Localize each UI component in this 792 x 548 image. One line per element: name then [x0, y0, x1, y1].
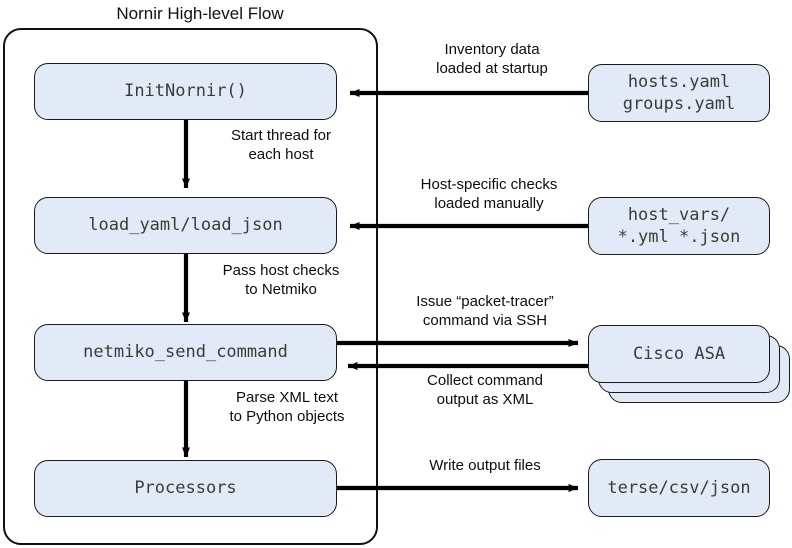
node-terse-csv-json[interactable]: terse/csv/json	[588, 459, 770, 517]
edge-label-start-thread: Start thread for each host	[230, 127, 332, 163]
edge-label-parse-xml-text: Parse XML text to Python objects	[229, 389, 345, 425]
node-processors[interactable]: Processors	[34, 460, 337, 517]
node-load-yaml-load-json[interactable]: load_yaml/load_json	[34, 197, 337, 254]
page-title: Nornir High-level Flow	[116, 4, 284, 23]
node-hosts-yaml[interactable]: hosts.yaml groups.yaml	[588, 64, 770, 122]
node-cisco-asa[interactable]: Cisco ASA	[588, 325, 770, 383]
edge-label-host-specific-checks: Host-specific checks loaded manually	[420, 176, 558, 212]
node-netmiko-send-command[interactable]: netmiko_send_command	[34, 324, 337, 381]
node-host-vars[interactable]: host_vars/ *.yml *.json	[588, 197, 770, 255]
nornir-process-frame	[3, 28, 378, 545]
edge-label-write-output-files: Write output files	[429, 457, 541, 474]
edge-label-pass-host-checks: Pass host checks to Netmiko	[222, 262, 340, 298]
edge-label-issue-packet-tracer: Issue “packet-tracer” command via SSH	[416, 293, 554, 329]
node-init-nornir[interactable]: InitNornir()	[34, 63, 337, 120]
edge-label-inventory-data: Inventory data loaded at startup	[436, 41, 548, 77]
edge-label-collect-command-output: Collect command output as XML	[427, 372, 543, 408]
